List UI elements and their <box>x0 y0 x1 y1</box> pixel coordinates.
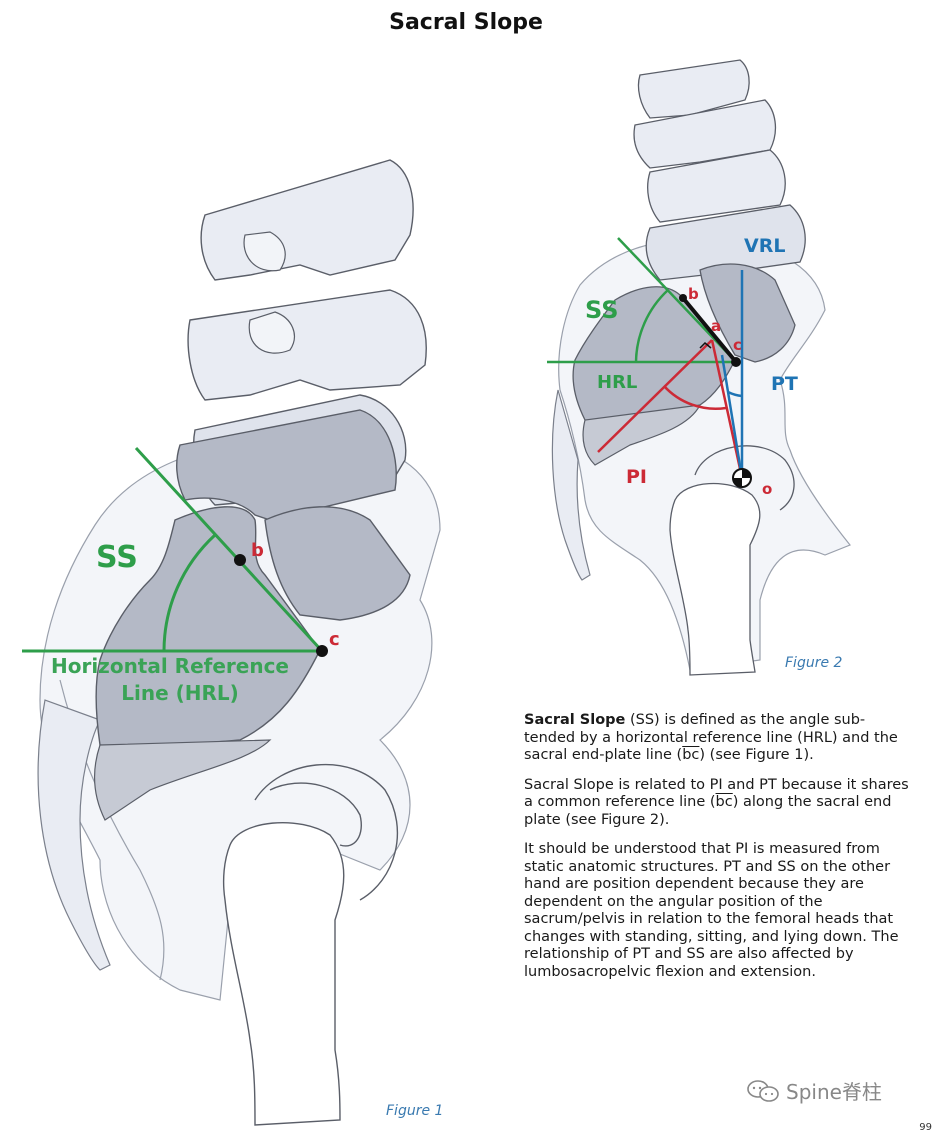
fig1-femoral-head <box>269 782 362 847</box>
fig1-vertebra-2 <box>187 289 427 401</box>
figure-1: SS b c Horizontal Reference Line (HRL) F… <box>22 159 443 1126</box>
fig1-endplate-line <box>134 446 324 653</box>
fig1-point-c <box>316 645 328 657</box>
term-sacral-slope: Sacral Slope <box>524 712 626 728</box>
description-paragraph-2: Sacral Slope is related to PI and PT bec… <box>524 777 914 830</box>
fig1-sacrum-tail <box>37 699 111 971</box>
watermark: Spine脊柱 <box>746 1076 882 1105</box>
fig2-label-vrl: VRL <box>744 235 785 257</box>
fig2-point-b <box>679 294 687 302</box>
description-paragraph-1: Sacral Slope (SS) is defined as the angl… <box>524 712 914 765</box>
fig2-label-b: b <box>688 285 699 303</box>
figure-2: VRL SS HRL PT PI a b c o Figure 2 <box>547 59 851 676</box>
fig2-ss-angle-arc <box>634 289 669 363</box>
fig2-sacrum-tail <box>551 389 591 581</box>
fig2-label-hrl: HRL <box>597 372 637 393</box>
fig2-right-angle-mark <box>699 341 712 349</box>
fig2-l5-posterior <box>699 263 796 363</box>
fig1-label-hrl-line2: Line (HRL) <box>121 681 239 705</box>
fig1-facet-1 <box>243 231 286 272</box>
fig1-l5-body <box>176 409 397 521</box>
fig2-point-c <box>731 357 741 367</box>
fig1-ss-angle-arc <box>162 533 217 652</box>
p1-text-b: ) (see Figure 1). <box>699 747 814 763</box>
chat-bubbles-icon <box>747 1079 779 1102</box>
watermark-text: Spine脊柱 <box>786 1080 882 1104</box>
fig2-femoral-center-symbol <box>732 468 752 488</box>
fig1-acetabulum <box>254 763 399 901</box>
fig1-facet-2 <box>248 311 295 354</box>
p2-text-b: ) along the sacral end plate (see Figure… <box>524 794 892 828</box>
fig2-caption: Figure 2 <box>785 655 843 671</box>
fig2-femur <box>669 482 761 676</box>
fig2-acetabulum <box>694 445 795 511</box>
p1-bc-segment: bc <box>682 747 700 763</box>
fig1-point-b <box>234 554 246 566</box>
p2-bc-segment: bc <box>715 794 733 810</box>
fig2-endplate-line <box>681 296 738 364</box>
page-title: Sacral Slope <box>389 10 543 35</box>
description-paragraph-3: It should be understood that PI is measu… <box>524 841 899 980</box>
fig2-sacrum-lower <box>582 404 702 466</box>
fig2-label-o: o <box>762 480 772 498</box>
fig2-pt-angle-arc <box>727 390 743 398</box>
fig2-pi-angle-arc <box>663 385 727 410</box>
fig1-femur <box>222 821 345 1126</box>
fig2-pi-perpendicular-line <box>597 339 713 453</box>
fig2-label-c: c <box>733 336 742 354</box>
p2-text-a: Sacral Slope is related to PI and PT bec… <box>524 776 909 811</box>
description-text: Sacral Slope (SS) is defined as the angl… <box>524 712 914 993</box>
fig1-sacrum-lower <box>94 739 272 821</box>
fig2-vertebra-3 <box>647 149 786 223</box>
p1-text-a: (SS) is defined as the angle sub-tended … <box>524 712 898 763</box>
fig1-label-b: b <box>251 540 264 561</box>
fig2-vertebra-4 <box>645 204 806 281</box>
fig2-label-pi: PI <box>626 466 647 488</box>
fig1-posterior-element <box>264 506 411 621</box>
fig2-label-ss: SS <box>585 296 619 324</box>
fig2-label-pt: PT <box>771 373 798 395</box>
fig2-vertebra-1 <box>637 59 750 119</box>
page-number: 99 <box>919 1122 932 1133</box>
fig1-label-c: c <box>329 629 340 650</box>
fig1-label-hrl-line1: Horizontal Reference <box>51 654 289 678</box>
fig1-vertebra-1 <box>200 159 414 281</box>
fig1-caption: Figure 1 <box>386 1103 443 1119</box>
fig1-label-ss: SS <box>96 540 138 575</box>
fig2-label-a: a <box>711 317 721 335</box>
fig2-pt-line <box>720 354 744 479</box>
